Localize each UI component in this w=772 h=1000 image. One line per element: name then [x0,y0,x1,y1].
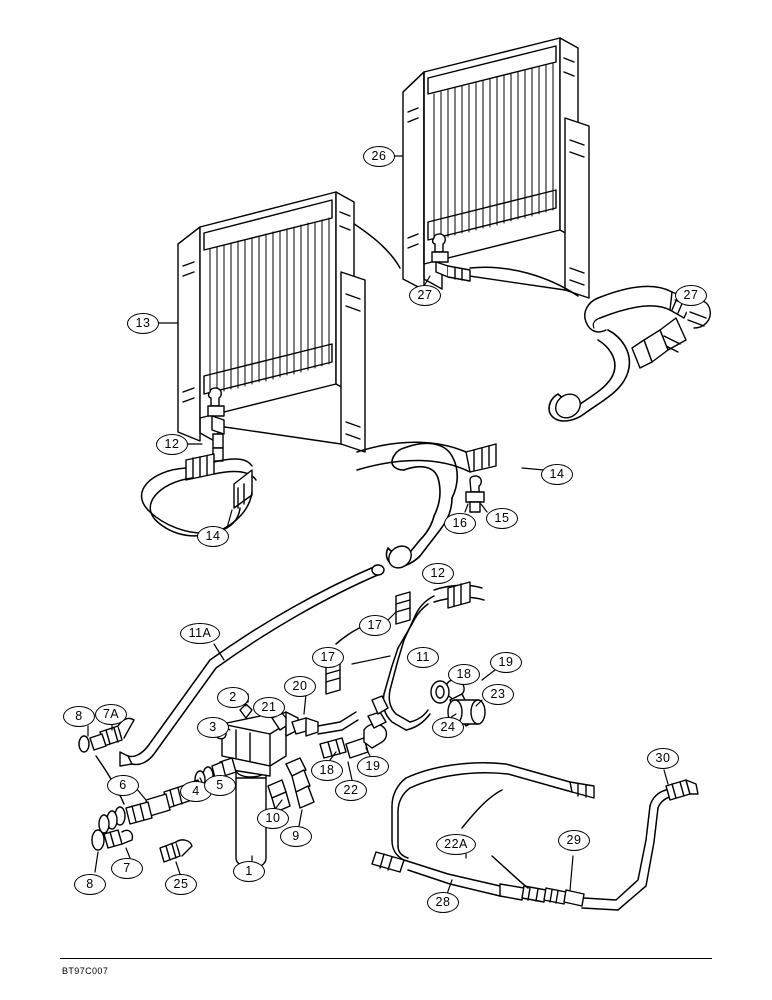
sheet-border-line [60,958,712,959]
fitting-15 [465,475,485,513]
hose-main-to-15 [356,441,497,473]
cooler-core-upper [402,37,590,299]
fittings-9-10 [267,757,315,813]
callout-28: 28 [427,892,459,913]
callout-26: 26 [363,146,395,167]
tube-11A [119,564,385,767]
fittings-7-8-25 [91,829,193,863]
callout-27: 27 [409,285,441,306]
fittings-23-24 [430,680,486,725]
callout-1: 1 [233,861,265,882]
callout-22a: 22A [436,834,476,855]
callout-22: 22 [335,780,367,801]
cooler-core-lower [177,191,366,453]
callout-5: 5 [204,775,236,796]
hose-27-right [548,285,711,422]
callout-7a: 7A [95,704,127,725]
callout-2: 2 [217,687,249,708]
callout-25: 25 [165,874,197,895]
callout-18: 18 [448,664,480,685]
callout-21: 21 [253,697,285,718]
callout-13: 13 [127,313,159,334]
callout-15: 15 [486,508,518,529]
callout-14: 14 [541,464,573,485]
tube-16-elbow [385,442,459,569]
callout-12: 12 [422,563,454,584]
callout-8: 8 [74,874,106,895]
callout-16: 16 [444,513,476,534]
callout-12: 12 [156,434,188,455]
callout-8: 8 [63,706,95,727]
callout-29: 29 [558,830,590,851]
callout-23: 23 [482,684,514,705]
callout-27: 27 [675,285,707,306]
callout-20: 20 [284,676,316,697]
callout-24: 24 [432,717,464,738]
tube-29-30 [581,779,699,911]
callout-10: 10 [257,808,289,829]
callout-6: 6 [107,775,139,796]
callout-19: 19 [490,652,522,673]
callout-18: 18 [311,760,343,781]
callout-17: 17 [359,615,391,636]
fitting-27-left [431,233,471,282]
fittings-7A-8 [78,717,135,753]
fitting-cooler13-outlet [207,387,225,462]
callout-7: 7 [111,858,143,879]
callout-17: 17 [312,647,344,668]
clamp-17-upper [395,591,411,625]
callout-9: 9 [280,826,312,847]
hose-14-left [140,453,257,537]
callout-14: 14 [197,526,229,547]
callout-19: 19 [357,756,389,777]
callout-11: 11 [407,647,439,668]
callout-30: 30 [647,748,679,769]
fittings-18-19-lower [319,695,389,759]
clamp-17-lower [325,661,341,695]
filter-assembly [221,713,287,869]
tube-28 [371,851,585,907]
tube-11-and-fitting-12 [382,581,485,731]
callout-3: 3 [197,717,229,738]
drawing-code-label: BT97C007 [62,966,109,976]
callout-11a: 11A [180,623,220,644]
